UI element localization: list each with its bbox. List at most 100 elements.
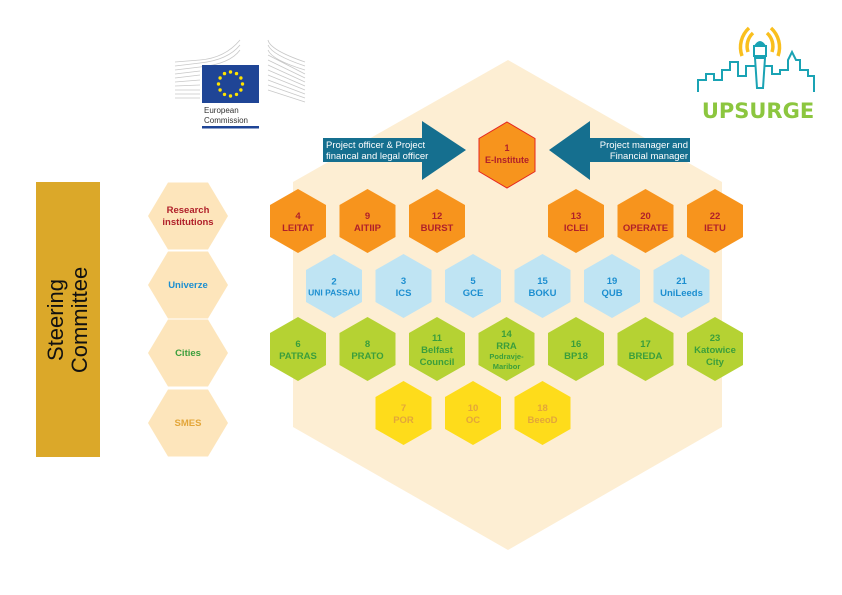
category-smes: SMES: [148, 389, 228, 457]
category-label: Research: [167, 205, 210, 216]
upsurge-logo: UPSURGE: [697, 26, 815, 123]
partner-hexagon: [375, 381, 432, 445]
partner-number: 18: [537, 403, 548, 414]
partner-hexagon: [548, 317, 604, 381]
partner-hexagon: [653, 254, 710, 318]
partner-name: QUB: [601, 288, 622, 299]
partner-name: City: [706, 357, 725, 368]
partner-name: ICS: [396, 288, 412, 299]
partner-number: 23: [710, 333, 721, 344]
category-hexagon: [148, 182, 228, 250]
category-label: Cities: [175, 348, 201, 359]
upsurge-logo-text: UPSURGE: [702, 99, 814, 123]
category-label: institutions: [162, 217, 213, 228]
partner-name: LEITAT: [282, 223, 314, 234]
partner-name: PRATO: [351, 351, 383, 362]
partner-name: BeeoD: [527, 415, 557, 426]
ec-line2: Commission: [204, 116, 249, 125]
partner-hexagon: [617, 189, 674, 253]
partner-number: 13: [571, 211, 582, 222]
partner-number: 14: [501, 329, 512, 340]
right-arrow-line2: Financial manager: [610, 151, 688, 162]
partner-hexagon: [514, 254, 571, 318]
left-arrow-line1: Project officer & Project: [326, 140, 425, 151]
category-hexagon: [148, 389, 228, 457]
partner-number: 15: [537, 276, 548, 287]
partner-number: 9: [365, 211, 370, 222]
partner-hexagon: [687, 189, 743, 253]
category-cities: Cities: [148, 319, 228, 387]
coordinator-e-institute: 1E-Institute: [478, 121, 536, 189]
partner-hexagon: [339, 317, 396, 381]
category-label: SMES: [175, 418, 202, 429]
category-univerze: Univerze: [148, 251, 228, 319]
partner-hexagon: [514, 381, 571, 445]
partner-name: UniLeeds: [660, 288, 703, 299]
partner-name: BOKU: [529, 288, 557, 299]
partner-hexagon: [617, 317, 674, 381]
european-commission-label: European Commission: [204, 106, 248, 126]
partner-hexagon: [409, 317, 465, 381]
partner-name: UNI PASSAU: [308, 288, 360, 298]
partner-number: 21: [676, 276, 687, 287]
partner-number: 8: [365, 339, 370, 350]
partner-name: PATRAS: [279, 351, 317, 362]
steering-line1: Steering: [43, 278, 68, 361]
partner-hexagon: [687, 317, 743, 381]
partner-hexagon: [445, 381, 501, 445]
partner-number: 7: [401, 403, 406, 414]
partner-name: GCE: [463, 288, 484, 299]
steering-committee-label: Steering Committee: [43, 266, 92, 373]
partner-hexagon: [478, 317, 535, 381]
partner-number: 10: [468, 403, 479, 414]
right-arrow-line1: Project manager and: [600, 140, 688, 151]
partner-number: 6: [295, 339, 300, 350]
category-label: Univerze: [168, 280, 208, 291]
category-hexagon: [148, 251, 228, 319]
steering-line2: Committee: [67, 266, 92, 373]
partner-name: Belfast: [421, 345, 454, 356]
partner-number: 4: [295, 211, 301, 222]
partner-number: 22: [710, 211, 721, 222]
partner-hexagon: [584, 254, 640, 318]
coordinator-hexagon: [478, 121, 536, 189]
partner-name: IETU: [704, 223, 726, 234]
coordinator-name: E-Institute: [485, 155, 529, 165]
right-arrow: Project manager and Financial manager: [549, 121, 690, 180]
category-hexagon: [148, 319, 228, 387]
left-arrow: Project officer & Project financal and l…: [323, 121, 466, 180]
partner-name: OPERATE: [623, 223, 668, 234]
coordinator-number: 1: [504, 143, 509, 153]
partner-name: OC: [466, 415, 480, 426]
ec-line1: European: [204, 106, 239, 115]
partner-name: BP18: [564, 351, 588, 362]
left-arrow-line2: financal and legal officer: [326, 151, 428, 162]
partner-number: 20: [640, 211, 651, 222]
partner-number: 2: [331, 277, 336, 288]
partner-hexagon: [445, 254, 501, 318]
partner-name: BURST: [421, 223, 454, 234]
partner-number: 16: [571, 339, 582, 350]
partner-name: Council: [420, 357, 455, 368]
european-commission-logo: [174, 39, 306, 129]
partner-name: BREDA: [629, 351, 663, 362]
